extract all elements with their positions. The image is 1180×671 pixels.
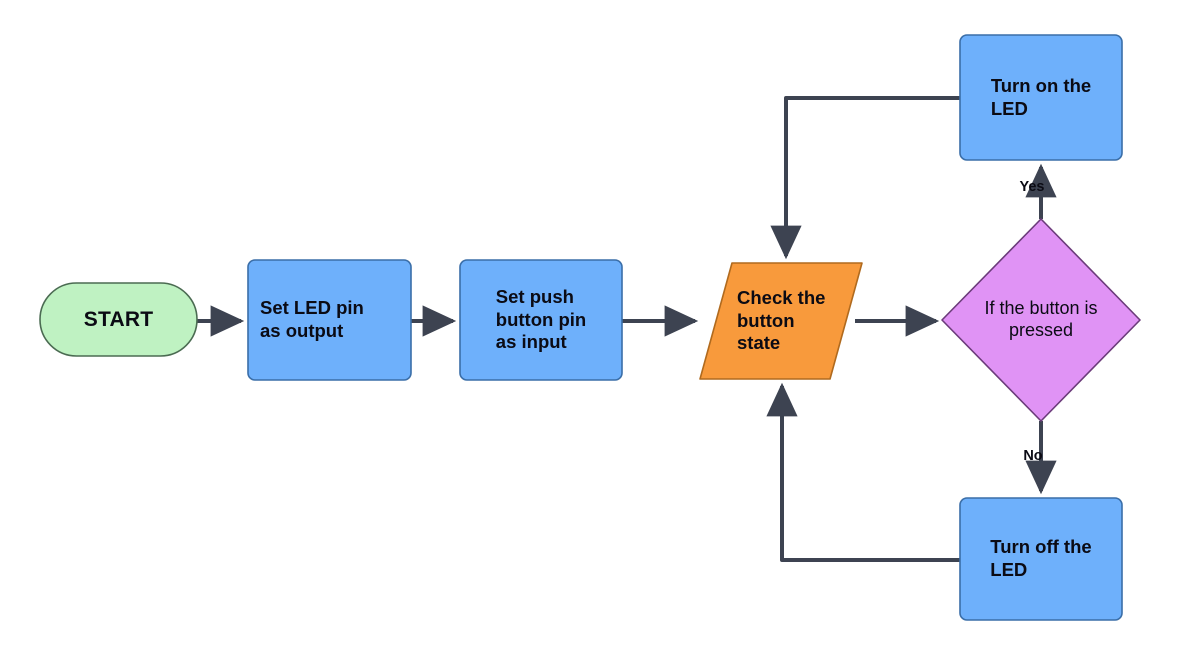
edge-turn-off-led-loop-to-check-button-state [766, 382, 960, 562]
node-set-button-pin[interactable] [459, 259, 623, 381]
node-layer [39, 34, 1141, 621]
node-check-button-state[interactable] [699, 262, 863, 380]
node-start[interactable] [39, 282, 198, 357]
node-turn-off-led[interactable] [959, 497, 1123, 621]
node-turn-on-led[interactable] [959, 34, 1123, 161]
edge-turn-on-led-loop-to-check-button-state [770, 96, 960, 260]
node-set-led-pin[interactable] [247, 259, 412, 381]
node-if-button-pressed[interactable] [941, 218, 1141, 422]
edge-layer [197, 96, 1057, 562]
